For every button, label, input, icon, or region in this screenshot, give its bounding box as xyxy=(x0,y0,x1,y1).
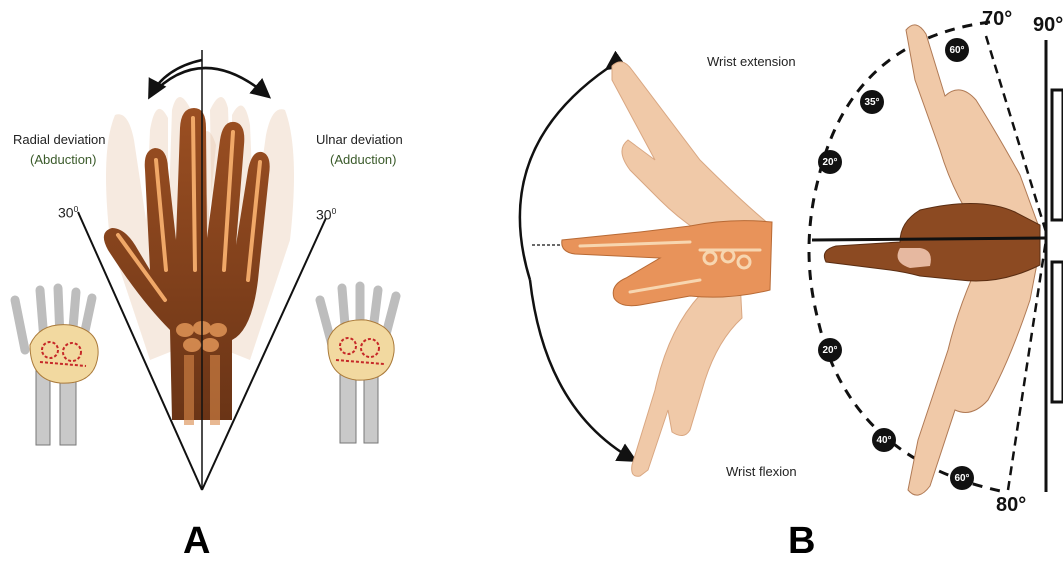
ulnar-angle-label: 300 xyxy=(316,204,336,223)
radial-wrist-inset xyxy=(15,288,98,445)
neutral-reference-line xyxy=(812,238,1046,240)
panel-b-letter: B xyxy=(788,520,815,563)
radial-angle-label: 300 xyxy=(58,202,78,221)
deviation-arc-arrow xyxy=(150,68,268,96)
wrist-flexion-label: Wrist flexion xyxy=(726,464,797,479)
ulnar-deviation-label: Ulnar deviation xyxy=(316,132,403,147)
goniometer-flexed-hand xyxy=(908,248,1040,495)
radial-deviation-subtitle: (Abduction) xyxy=(30,152,96,167)
lower-angle-badge: 20° xyxy=(818,338,842,362)
goniometer-neutral-hand xyxy=(824,203,1040,281)
radial-deviation-label: Radial deviation xyxy=(13,132,106,147)
panel-a xyxy=(15,50,396,490)
neutral-hand xyxy=(562,221,772,306)
angle-70-label: 70° xyxy=(982,8,1012,31)
panel-a-letter: A xyxy=(183,520,210,563)
upper-angle-badge: 60° xyxy=(945,38,969,62)
ulnar-deviation-subtitle: (Adduction) xyxy=(330,152,396,167)
wrist-extension-label: Wrist extension xyxy=(707,54,796,69)
panel-b xyxy=(520,22,1063,495)
ulnar-wrist-inset xyxy=(320,286,396,443)
upper-angle-badge: 35° xyxy=(860,90,884,114)
lower-angle-badge: 40° xyxy=(872,428,896,452)
flexed-hand xyxy=(632,280,742,476)
lower-angle-badge: 60° xyxy=(950,466,974,490)
upper-angle-badge: 20° xyxy=(818,150,842,174)
angle-90-label: 90° xyxy=(1033,14,1063,37)
angle-80-label: 80° xyxy=(996,494,1026,517)
